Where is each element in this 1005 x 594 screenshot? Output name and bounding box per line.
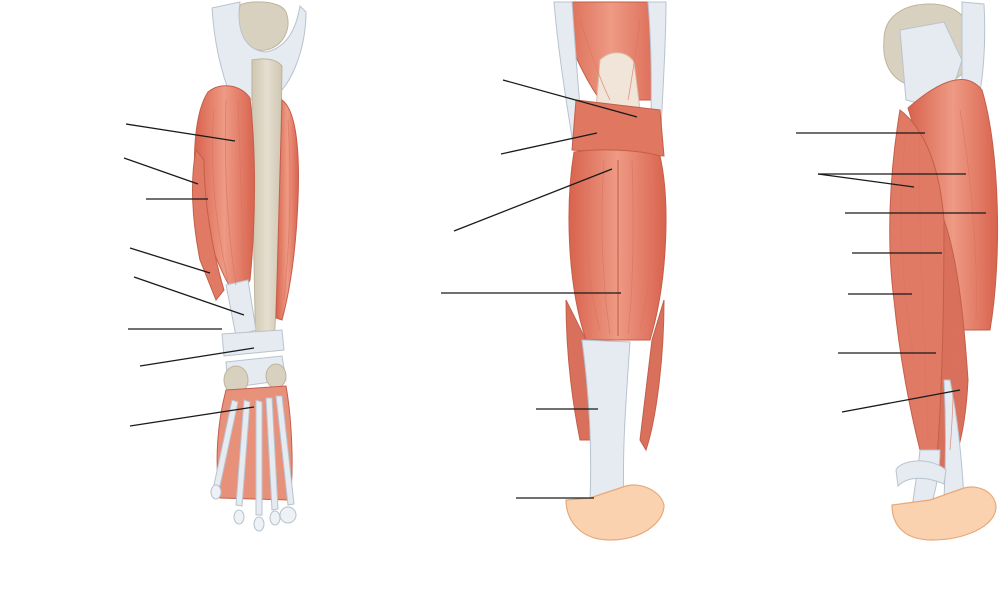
lateral-leader-lines	[796, 132, 986, 413]
anterior-leg-view	[192, 1, 307, 532]
posterior-leader-lines	[441, 79, 638, 499]
heel-posterior	[565, 484, 665, 541]
leader-line-17	[817, 173, 915, 188]
leader-line-11	[453, 168, 613, 232]
leader-line-8	[129, 406, 255, 427]
anterior-leader-lines	[123, 123, 255, 427]
patellar-tendon	[211, 1, 307, 101]
lateral-malleolus	[265, 363, 287, 389]
leader-line-2	[123, 157, 199, 185]
leader-line-5	[133, 276, 245, 316]
lateral-leg-view	[883, 1, 999, 541]
heel-lateral	[891, 486, 997, 541]
anterior-muscle-fibers	[212, 99, 291, 301]
leader-line-7	[139, 347, 255, 367]
posterior-leg-view	[553, 1, 667, 541]
calcaneal-tendon	[581, 339, 631, 501]
anterior-tendons	[225, 279, 257, 337]
extensor-digitorum-longus	[192, 148, 225, 301]
popliteal-fossa	[595, 52, 641, 111]
leader-line-1	[125, 123, 236, 142]
posterior-muscle-fibers	[579, 19, 652, 335]
leader-line-10	[500, 132, 598, 155]
superior-fibular-retinaculum	[895, 460, 947, 488]
leader-line-9	[502, 79, 638, 118]
popliteus-region	[571, 99, 665, 157]
fibularis-anterior-view	[275, 99, 299, 321]
toes	[210, 484, 297, 532]
leader-line-22	[841, 389, 961, 413]
lateral-muscle-fibers	[900, 109, 977, 451]
toe-tendons	[213, 395, 295, 516]
leader-line-4	[129, 247, 211, 274]
